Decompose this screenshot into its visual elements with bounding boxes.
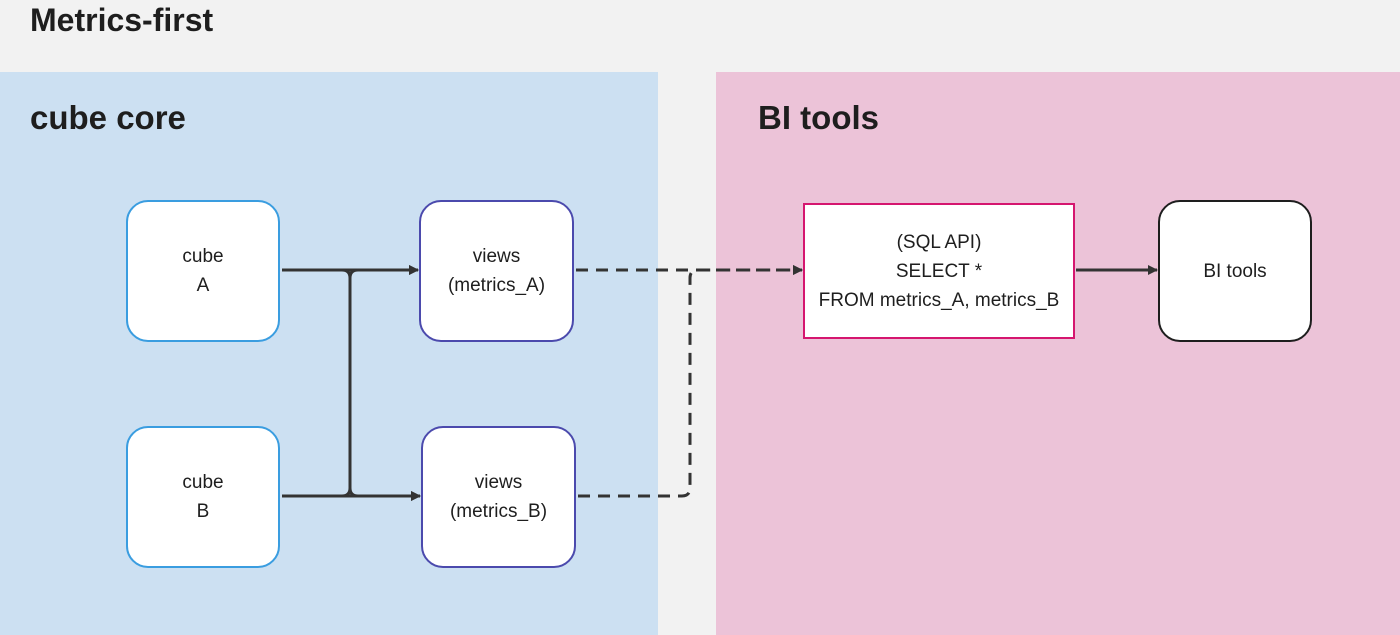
- bi-tools-label: BI tools: [1203, 260, 1267, 282]
- cube-a-label: cube A: [182, 246, 224, 296]
- cube-core-panel-title: cube core: [30, 99, 186, 136]
- views-b-label: views (metrics_B): [449, 472, 548, 522]
- cube-b-node: cube B: [126, 426, 280, 568]
- edge-cube-b-to-views-a: [282, 265, 419, 498]
- sql-api-label: (SQL API) SELECT * FROM metrics_A, metri…: [818, 231, 1060, 311]
- views-a-node: views (metrics_A): [419, 200, 574, 342]
- bi-tools-panel-title: BI tools: [758, 99, 879, 136]
- cube-a-node: cube A: [126, 200, 280, 342]
- edge-views-b-to-sql-api: [578, 265, 803, 498]
- views-a-label: views (metrics_A): [447, 246, 546, 296]
- diagram-title: Metrics-first: [30, 2, 214, 38]
- sql-api-node: (SQL API) SELECT * FROM metrics_A, metri…: [803, 203, 1075, 339]
- views-b-node: views (metrics_B): [421, 426, 576, 568]
- cube-b-label: cube B: [182, 472, 224, 522]
- bi-tools-panel: [716, 72, 1400, 635]
- bi-tools-node: BI tools: [1158, 200, 1312, 342]
